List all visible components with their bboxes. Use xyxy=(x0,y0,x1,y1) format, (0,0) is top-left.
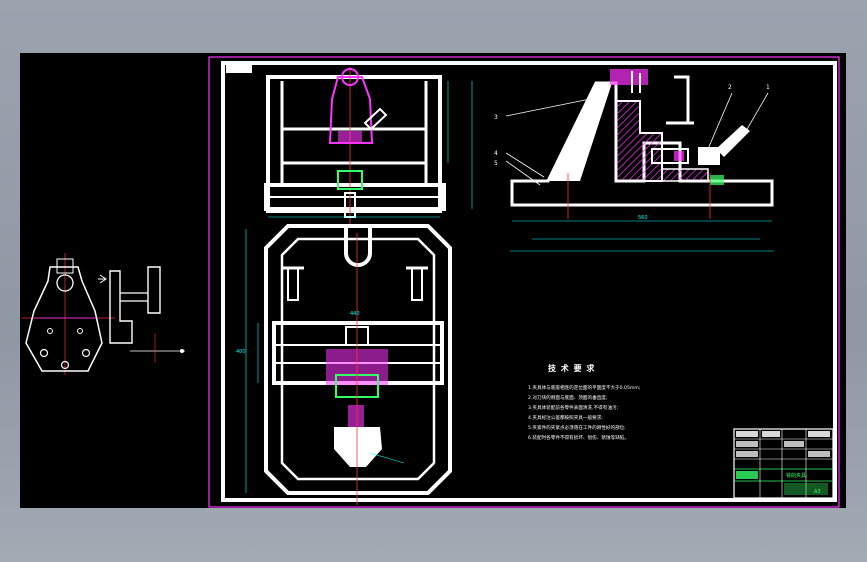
callout-number: 5 xyxy=(494,160,498,167)
clamp-bolt xyxy=(631,71,641,93)
workpiece-hole xyxy=(81,348,91,358)
workpiece-outline xyxy=(25,266,103,372)
clamp-handle xyxy=(363,107,388,131)
tech-req-line: 4.夹具标注公差都按照夹具一般要求; xyxy=(528,414,603,421)
tech-req-line: 2.对刀块的侧面与底面、顶面的垂直度; xyxy=(528,394,608,401)
workpiece-hole xyxy=(60,360,70,370)
tech-req-line: 3.夹具体装配前各零件表面清洗,不得有油污; xyxy=(528,404,619,411)
clamp-pivot xyxy=(341,68,359,86)
hatched-section xyxy=(661,168,709,182)
dimension-line xyxy=(369,452,405,464)
callout-leader xyxy=(745,92,769,132)
support-block xyxy=(287,267,299,301)
locating-pin xyxy=(710,175,724,185)
callout-number: 1 xyxy=(766,84,770,91)
technical-requirements: 技 术 要 求 1.夹具体与底座相连的定位面的平面度不大于0.05mm; 2.对… xyxy=(528,363,641,441)
workpiece-side-view xyxy=(147,266,161,314)
clamp-plate xyxy=(280,127,428,165)
tech-req-title: 技 术 要 求 xyxy=(548,363,595,373)
workpiece-side-view xyxy=(120,292,148,302)
callout-number: 2 xyxy=(728,84,732,91)
drawing-name: 铣削夹具 xyxy=(786,472,806,479)
dimension-text: 440 xyxy=(350,311,360,317)
bracket-rib xyxy=(548,83,612,181)
clamp-block xyxy=(338,131,362,143)
cad-drawing-canvas[interactable]: 3 4 5 2 1 560 440 400 技 术 要 求 1.夹具体与底座相连… xyxy=(20,53,846,508)
tech-req-line: 1.夹具体与底座相连的定位面的平面度不大于0.05mm; xyxy=(528,384,641,391)
clamp-rod xyxy=(651,148,689,164)
clamp-nut xyxy=(674,151,684,161)
frame-corner-tab xyxy=(226,65,252,73)
workpiece-hole xyxy=(77,328,83,334)
sheet-border xyxy=(208,56,840,508)
clamp-handle-body xyxy=(334,427,382,467)
workpiece-view[interactable] xyxy=(22,253,185,375)
callout-number: 3 xyxy=(494,114,498,121)
dimension-text: 560 xyxy=(638,215,648,221)
workpiece-boss xyxy=(56,258,74,274)
support-block xyxy=(411,267,423,301)
u-hook xyxy=(674,75,690,125)
tech-req-line: 6.装配时各零件不得有损坏、划伤、锈蚀等缺陷。 xyxy=(528,434,629,441)
side-section-view[interactable] xyxy=(505,69,774,252)
locating-pin xyxy=(337,170,363,190)
sheet-number: A3 xyxy=(814,489,821,495)
title-block-frame xyxy=(733,428,834,499)
dimension-text: 400 xyxy=(236,349,246,355)
callout-leader xyxy=(505,96,601,117)
callout-leader xyxy=(505,152,545,178)
handle-knob xyxy=(698,147,720,165)
drawing-frame xyxy=(221,61,837,502)
workpiece-hole xyxy=(39,348,49,358)
clamp-screw xyxy=(348,405,364,427)
workpiece-marker xyxy=(180,349,184,353)
tech-req-line: 5.夹紧件的夹紧点必须落在工件的刚性好的部位; xyxy=(528,424,626,431)
workpiece-hole-top xyxy=(56,274,74,292)
front-elevation-view[interactable] xyxy=(264,67,473,225)
clamp-lever xyxy=(716,125,750,157)
base-outline xyxy=(264,224,452,495)
clamp-arm xyxy=(328,76,374,144)
callout-number: 4 xyxy=(494,150,498,157)
callout-leader xyxy=(505,160,541,186)
workpiece-hole xyxy=(47,328,53,334)
plan-view[interactable] xyxy=(245,224,452,505)
hatched-section xyxy=(615,100,663,182)
title-block[interactable]: 铣削夹具 A3 xyxy=(733,428,834,499)
cad-viewport[interactable]: 3 4 5 2 1 560 440 400 技 术 要 求 1.夹具体与底座相连… xyxy=(20,53,846,508)
clamp-top xyxy=(610,69,648,85)
u-slot xyxy=(344,226,372,267)
workpiece-side-view xyxy=(109,270,133,344)
callout-leader xyxy=(707,92,733,150)
workpiece-arrow xyxy=(98,274,107,284)
